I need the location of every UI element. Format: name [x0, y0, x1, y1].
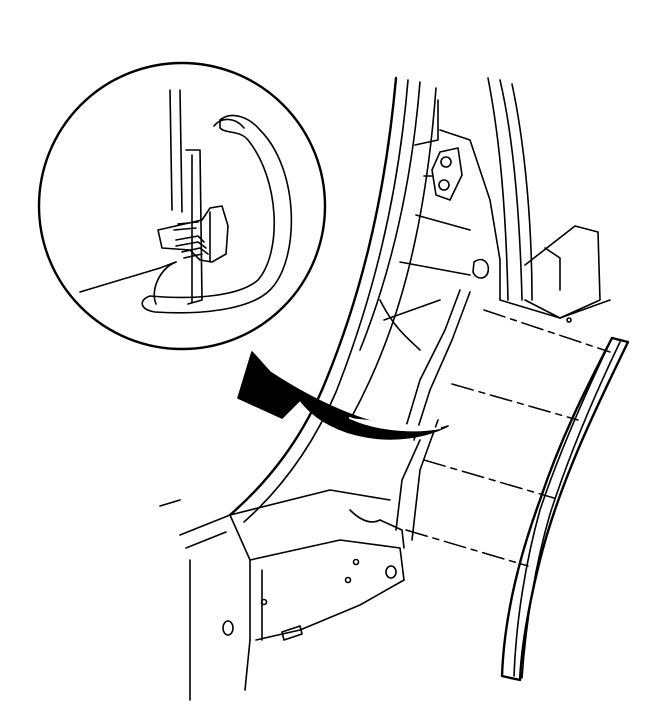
- weatherstrip-seal: [141, 114, 293, 314]
- hinge-bracket: [423, 147, 463, 201]
- door-opening-pillar: [179, 76, 533, 701]
- alignment-lines: [405, 309, 611, 567]
- push-in-retainer: [157, 205, 229, 263]
- detail-magnifier-view: [37, 61, 327, 351]
- door-edge-weatherstrip: [500, 336, 630, 682]
- roof-rail: [499, 225, 611, 323]
- pillar-retainer-clip: [472, 258, 490, 279]
- body-edge-detail: [159, 499, 181, 507]
- curved-callout-arrow: [237, 351, 449, 440]
